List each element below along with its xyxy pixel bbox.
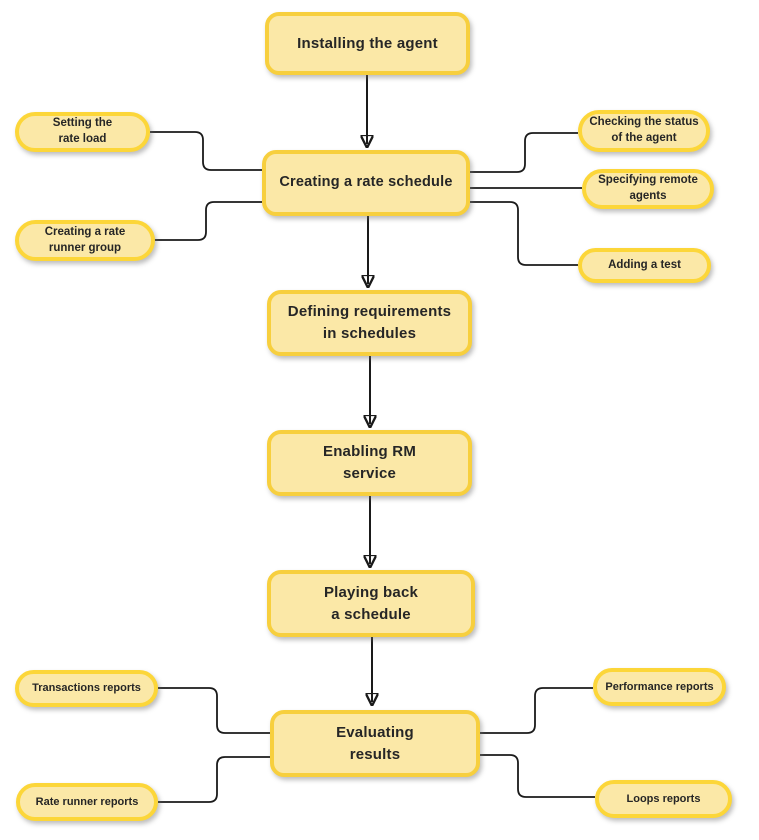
connector-adding-test — [470, 201, 578, 266]
node-creating-a-rate-schedule: Creating a rate schedule — [262, 150, 470, 216]
connector-rate-runner-reports — [158, 756, 270, 803]
node-loops-reports: Loops reports — [595, 780, 732, 818]
node-playing-back-a-schedule: Playing back a schedule — [267, 570, 475, 637]
connector-performance-reports — [480, 687, 593, 734]
node-enabling-rm-service: Enabling RM service — [267, 430, 472, 496]
node-setting-the-rate-load: Setting the rate load — [15, 112, 150, 152]
connector-creating-rate-runner-group — [153, 201, 262, 241]
node-transactions-reports: Transactions reports — [15, 670, 158, 707]
node-evaluating-results: Evaluating results — [270, 710, 480, 777]
node-defining-requirements-in-schedules: Defining requirements in schedules — [267, 290, 472, 356]
node-performance-reports: Performance reports — [593, 668, 726, 706]
connector-loops-reports — [480, 754, 595, 798]
node-creating-a-rate-runner-group: Creating a rate runner group — [15, 220, 155, 261]
connector-setting-rate-load — [150, 131, 262, 171]
node-checking-the-status-of-the-agent: Checking the status of the agent — [578, 110, 710, 152]
node-specifying-remote-agents: Specifying remote agents — [582, 169, 714, 209]
node-installing-the-agent: Installing the agent — [265, 12, 470, 75]
connector-checking-status — [470, 132, 578, 173]
connector-transactions-reports — [158, 687, 270, 734]
node-rate-runner-reports: Rate runner reports — [16, 783, 158, 821]
node-adding-a-test: Adding a test — [578, 248, 711, 283]
